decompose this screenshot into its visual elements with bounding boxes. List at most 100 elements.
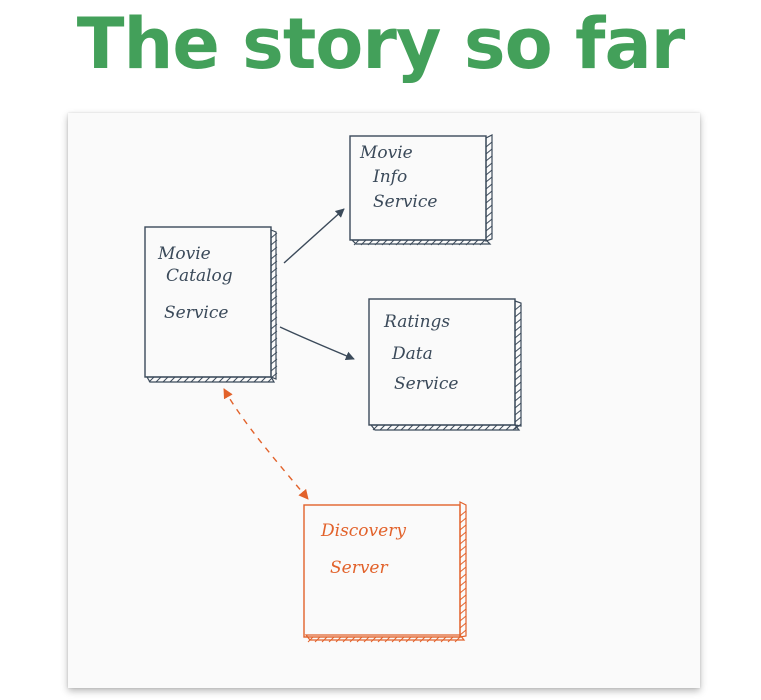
hatch-stroke <box>454 636 461 643</box>
hatch-stroke <box>246 376 253 383</box>
hatch-stroke <box>485 169 493 176</box>
hatch-stroke <box>514 416 522 423</box>
node-label-line: Info <box>372 167 407 187</box>
hatch-stroke <box>328 636 335 643</box>
hatch-stroke <box>512 424 519 431</box>
hatch-stroke <box>514 311 522 318</box>
hatch-stroke <box>307 636 314 643</box>
hatch-stroke <box>459 552 467 559</box>
architecture-diagram: Movie Catalog Service Movie Info Service… <box>144 134 522 643</box>
hatch-stroke <box>253 376 260 383</box>
hatch-stroke <box>514 367 522 374</box>
hatch-stroke <box>416 239 423 246</box>
hatch-stroke <box>514 318 522 325</box>
hatch-stroke <box>459 559 467 566</box>
hatch-stroke <box>472 239 479 246</box>
hatch-stroke <box>393 424 400 431</box>
hatch-stroke <box>386 424 393 431</box>
hatch-stroke <box>514 381 522 388</box>
hatch-stroke <box>162 376 169 383</box>
hatch-stroke <box>321 636 328 643</box>
diagram-card: Movie Catalog Service Movie Info Service… <box>68 113 700 688</box>
node-label-line: Ratings <box>383 312 450 332</box>
hatch-stroke <box>465 239 472 246</box>
hatch-stroke <box>485 176 493 183</box>
hatch-stroke <box>459 587 467 594</box>
hatch-stroke <box>491 424 498 431</box>
hatch-stroke <box>270 365 278 372</box>
hatch-stroke <box>335 636 342 643</box>
hatch-stroke <box>270 239 278 246</box>
hatch-stroke <box>458 239 465 246</box>
hatch-stroke <box>442 424 449 431</box>
hatch-stroke <box>218 376 225 383</box>
hatch-stroke <box>148 376 155 383</box>
hatch-stroke <box>270 281 278 288</box>
hatch-stroke <box>421 424 428 431</box>
hatch-stroke <box>456 424 463 431</box>
hatch-stroke <box>485 197 493 204</box>
hatch-stroke <box>459 545 467 552</box>
hatch-stroke <box>270 267 278 274</box>
hatch-stroke <box>440 636 447 643</box>
hatch-stroke <box>363 636 370 643</box>
hatch-stroke <box>514 325 522 332</box>
hatch-stroke <box>459 615 467 622</box>
hatch-stroke <box>459 517 467 524</box>
hatch-stroke <box>372 424 379 431</box>
node-label-line: Service <box>373 192 437 212</box>
hatch-stroke <box>428 424 435 431</box>
node-movie-catalog-service: Movie Catalog Service <box>144 226 278 383</box>
hatch-stroke <box>514 346 522 353</box>
hatch-stroke <box>270 309 278 316</box>
hatch-stroke <box>400 424 407 431</box>
hatch-stroke <box>459 629 467 636</box>
hatch-stroke <box>360 239 367 246</box>
hatch-stroke <box>498 424 505 431</box>
hatch-stroke <box>514 332 522 339</box>
hatch-stroke <box>514 304 522 311</box>
hatch-stroke <box>314 636 321 643</box>
hatch-stroke <box>430 239 437 246</box>
hatch-stroke <box>470 424 477 431</box>
hatch-stroke <box>485 162 493 169</box>
hatch-stroke <box>419 636 426 643</box>
hatch-stroke <box>423 239 430 246</box>
hatch-stroke <box>459 538 467 545</box>
hatch-stroke <box>485 204 493 211</box>
hatch-stroke <box>384 636 391 643</box>
edge-catalog-to-ratings <box>279 326 355 361</box>
hatch-stroke <box>197 376 204 383</box>
hatch-stroke <box>270 316 278 323</box>
hatch-stroke <box>459 622 467 629</box>
hatch-stroke <box>485 148 493 155</box>
hatch-stroke <box>459 566 467 573</box>
hatch-stroke <box>463 424 470 431</box>
hatch-stroke <box>444 239 451 246</box>
node-label-line: Catalog <box>166 266 233 286</box>
hatch-stroke <box>479 239 486 246</box>
node-discovery-server: Discovery Server <box>303 501 467 643</box>
hatch-stroke <box>260 376 267 383</box>
hatch-stroke <box>477 424 484 431</box>
hatch-stroke <box>176 376 183 383</box>
hatch-stroke <box>270 260 278 267</box>
hatch-stroke <box>402 239 409 246</box>
hatch-stroke <box>232 376 239 383</box>
hatch-stroke <box>349 636 356 643</box>
hatch-stroke <box>377 636 384 643</box>
node-label-line: Service <box>164 303 228 323</box>
hatch-stroke <box>391 636 398 643</box>
hatch-stroke <box>485 141 493 148</box>
hatch-stroke <box>267 376 274 383</box>
hatch-stroke <box>514 339 522 346</box>
hatch-stroke <box>485 232 493 239</box>
hatch-stroke <box>381 239 388 246</box>
hatch-stroke <box>270 253 278 260</box>
hatch-stroke <box>459 573 467 580</box>
hatch-stroke <box>395 239 402 246</box>
hatch-stroke <box>353 239 360 246</box>
hatch-stroke <box>433 636 440 643</box>
edge-catalog-discovery <box>223 388 309 500</box>
hatch-stroke <box>270 358 278 365</box>
